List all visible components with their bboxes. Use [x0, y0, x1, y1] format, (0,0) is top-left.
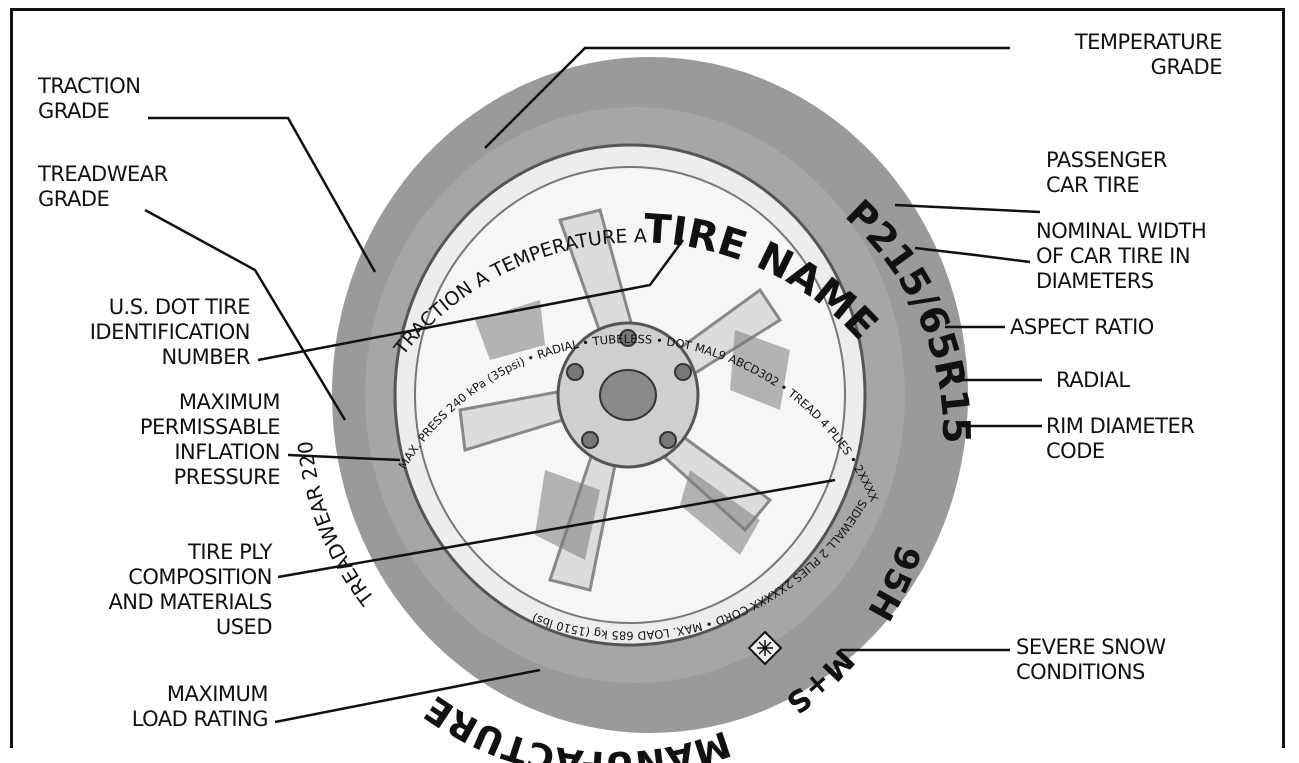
label-temperature-grade: TEMPERATURE GRADE: [990, 30, 1222, 80]
leader-traction: [148, 118, 375, 272]
label-nominal-width: NOMINAL WIDTH OF CAR TIRE IN DIAMETERS: [1036, 219, 1206, 294]
label-max-inflation: MAXIMUM PERMISSABLE INFLATION PRESSURE: [70, 390, 280, 490]
label-dot-number: U.S. DOT TIRE IDENTIFICATION NUMBER: [20, 295, 250, 370]
label-traction-grade: TRACTION GRADE: [38, 74, 141, 124]
hub-cap: [600, 370, 656, 420]
label-max-load: MAXIMUM LOAD RATING: [80, 682, 268, 732]
leader-load: [275, 670, 540, 722]
label-passenger-car: PASSENGER CAR TIRE: [1046, 148, 1167, 198]
label-severe-snow: SEVERE SNOW CONDITIONS: [1016, 635, 1166, 685]
label-radial: RADIAL: [1056, 368, 1130, 393]
label-aspect-ratio: ASPECT RATIO: [1010, 315, 1154, 340]
label-treadwear-grade: TREADWEAR GRADE: [38, 162, 168, 212]
label-ply-composition: TIRE PLY COMPOSITION AND MATERIALS USED: [20, 540, 272, 640]
leader-passenger: [895, 205, 1040, 212]
label-rim-diameter: RIM DIAMETER CODE: [1046, 414, 1194, 464]
